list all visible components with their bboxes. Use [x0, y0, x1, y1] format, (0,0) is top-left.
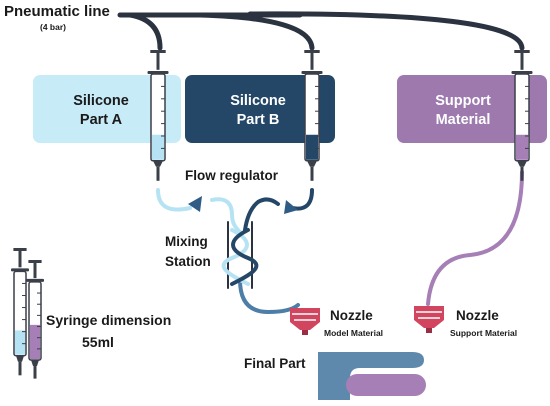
syringe-support	[511, 50, 533, 181]
reservoir-b-line2: Part B	[237, 112, 280, 128]
reservoir-a-line1: Silicone	[73, 93, 129, 109]
tube-part-b	[290, 188, 314, 211]
pneumatic-line-to-syringe-a	[127, 12, 163, 51]
nozzle-model-icon	[290, 308, 320, 335]
reservoir-box-part-a	[33, 75, 181, 143]
syringes-group	[11, 50, 533, 379]
pneumatic-lines	[117, 11, 525, 51]
nozzle-support-title: Nozzle	[456, 308, 499, 323]
flow-regulator-label: Flow regulator	[185, 168, 279, 183]
nozzle-model-subtitle: Model Material	[324, 328, 383, 338]
syringe-part-b	[301, 50, 323, 181]
syringe-dimension-label-2: 55ml	[82, 334, 114, 350]
pneumatic-line-label: Pneumatic line	[4, 3, 110, 20]
flow-regulator-b-icon	[284, 200, 298, 214]
flow-regulator-a-icon	[188, 196, 202, 212]
reservoir-b-line1: Silicone	[230, 93, 286, 109]
final-part-model-shape	[318, 352, 424, 400]
mixing-station-label-1: Mixing	[165, 234, 208, 249]
pneumatic-line-to-syringe-b	[197, 12, 315, 51]
pressure-label: (4 bar)	[40, 22, 66, 32]
mixing-station-icon	[221, 221, 259, 289]
syringe-reference-front	[26, 260, 44, 379]
reservoir-support-line2: Material	[436, 112, 491, 128]
nozzle-model-title: Nozzle	[330, 308, 373, 323]
final-part-label: Final Part	[244, 356, 306, 371]
reservoir-a-line2: Part A	[80, 112, 123, 128]
tube-regulator-b-to-mixer	[243, 197, 280, 232]
syringe-reference-back	[11, 248, 29, 376]
reservoir-box-part-b	[185, 75, 335, 143]
tube-part-a	[156, 188, 192, 212]
tube-regulator-a-to-mixer	[210, 197, 242, 234]
syringe-part-a	[147, 50, 169, 181]
syringe-dimension-label-1: Syringe dimension	[46, 312, 171, 328]
tubes	[156, 170, 524, 315]
nozzle-support-subtitle: Support Material	[450, 328, 517, 338]
final-part-support-shape	[346, 374, 426, 396]
mixing-station-label-2: Station	[165, 254, 211, 269]
reservoir-support-line1: Support	[435, 93, 491, 109]
tube-support	[426, 170, 524, 306]
nozzle-support-icon	[414, 306, 444, 333]
pneumatic-line-to-syringe-support	[247, 11, 525, 51]
reservoir-box-support	[397, 75, 547, 143]
